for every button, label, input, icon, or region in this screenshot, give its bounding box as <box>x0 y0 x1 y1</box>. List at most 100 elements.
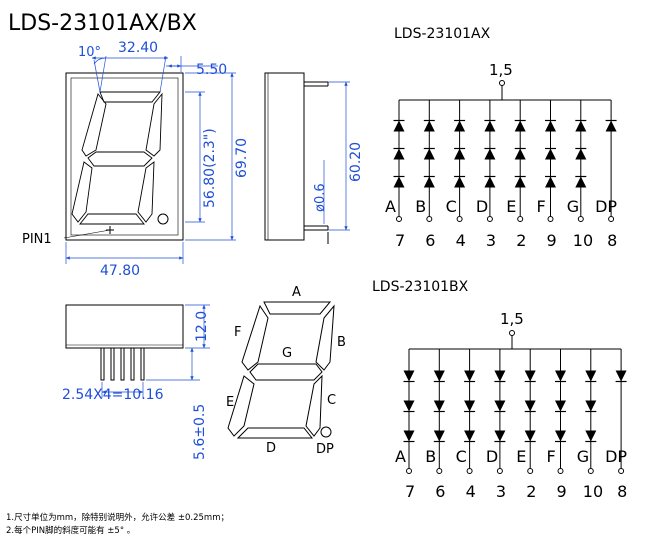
diode-b-1 <box>423 119 435 132</box>
dim-depth: 12.0 <box>194 311 210 342</box>
segment-label: D <box>476 197 488 216</box>
segment-label: E <box>506 197 516 216</box>
pin-number: 10 <box>583 482 603 501</box>
diode-a-2 <box>393 147 405 160</box>
bottom-dimensions <box>101 304 210 398</box>
diode-c-2 <box>464 400 476 413</box>
dim-char-height: 56.80(2.3") <box>202 128 218 208</box>
pin-number: 8 <box>617 482 627 501</box>
segment-label: F <box>547 447 556 466</box>
segment-label: DP <box>595 197 617 216</box>
note-1: 1.尺寸单位为mm，除特别说明外，允许公差 ±0.25mm； <box>6 512 229 523</box>
diode-f-2 <box>545 147 556 160</box>
diode-a-2 <box>403 400 415 413</box>
diode-dp-1 <box>605 119 617 132</box>
diode-g-2 <box>585 400 597 413</box>
seg-label-e: E <box>226 395 234 410</box>
diode-c-3 <box>464 430 476 443</box>
circuit-ax-title: LDS-23101AX <box>394 26 491 42</box>
seg-d <box>236 427 314 439</box>
dim-side-height: 60.20 <box>348 142 364 182</box>
seg-label-g: G <box>282 346 292 361</box>
diode-b-2 <box>433 400 445 413</box>
pin-number: 7 <box>405 482 415 501</box>
pin-number: 10 <box>573 231 593 250</box>
seg-label-dp: DP <box>316 442 334 457</box>
diode-g-2 <box>575 147 587 160</box>
segment-label: C <box>456 447 467 466</box>
diode-c-1 <box>454 119 466 132</box>
diode-g-3 <box>585 430 597 443</box>
diode-b-1 <box>433 370 445 383</box>
front-body-inner <box>70 77 179 236</box>
diode-c-1 <box>464 370 476 383</box>
dim-seg-offset: 5.50 <box>196 62 227 78</box>
segment-label: B <box>425 447 436 466</box>
pin-terminal <box>517 216 524 222</box>
seg-label-d: D <box>266 441 276 456</box>
segment-label: G <box>567 197 579 216</box>
diode-d-2 <box>494 400 506 413</box>
dim-body-width: 47.80 <box>100 263 140 279</box>
diode-dp-1 <box>615 370 627 383</box>
diode-d-2 <box>484 147 496 160</box>
dim-pin-dia: ø0.6 <box>313 183 328 212</box>
diode-b-3 <box>433 430 445 443</box>
dim-body-height: 69.70 <box>234 138 250 178</box>
diode-f-2 <box>555 400 566 413</box>
pin-terminal <box>527 468 534 474</box>
pin-terminal <box>406 468 412 474</box>
segment-label: DP <box>605 447 627 466</box>
pin-terminal <box>496 468 503 474</box>
circuit-bx-common: 1,5 <box>500 310 524 328</box>
seg-c <box>305 374 323 437</box>
diode-a-1 <box>393 119 405 132</box>
seg-e <box>227 375 255 437</box>
circuit-bx-title: LDS-23101BX <box>372 279 469 295</box>
side-dimensions <box>323 81 350 231</box>
pin-terminal <box>547 216 554 222</box>
diode-d-1 <box>494 370 506 383</box>
seg-label-c: C <box>327 393 336 408</box>
diode-e-3 <box>514 175 526 188</box>
dim-pin-pitch: 2.54X4=10.16 <box>62 387 164 403</box>
diode-b-2 <box>423 147 435 160</box>
seg-label-f: F <box>234 325 241 340</box>
diode-e-3 <box>524 430 536 443</box>
diode-a-3 <box>393 175 405 188</box>
diode-e-1 <box>514 119 526 132</box>
seg-label-b: B <box>337 335 346 350</box>
segment-label: B <box>415 197 426 216</box>
segment-label: A <box>385 197 396 216</box>
segment-label: G <box>577 447 589 466</box>
diode-e-2 <box>514 147 526 160</box>
segment-label: E <box>516 447 526 466</box>
pin-terminal <box>618 468 625 474</box>
pin1-label: PIN1 <box>22 232 52 247</box>
diode-e-2 <box>524 400 536 413</box>
dim-width-top: 32.40 <box>118 40 158 56</box>
diode-d-3 <box>484 175 496 188</box>
diode-g-1 <box>585 370 597 383</box>
pin-number: 3 <box>486 231 496 250</box>
pin-terminal <box>486 216 493 222</box>
segment-label: D <box>486 447 498 466</box>
main-title: LDS-23101AX/BX <box>8 11 197 36</box>
pin-number: 6 <box>425 231 435 250</box>
diode-a-1 <box>403 370 415 383</box>
diode-f-1 <box>555 370 566 383</box>
dim-pin-len: 5.6±0.5 <box>192 404 208 460</box>
segment-map <box>227 301 335 439</box>
front-view <box>65 72 184 241</box>
front-dimensions <box>65 55 236 264</box>
pin-terminal <box>557 468 564 474</box>
seg-a <box>263 301 332 315</box>
diode-g-3 <box>575 175 587 188</box>
front-digit <box>71 91 163 225</box>
pin-number: 4 <box>456 231 466 250</box>
diode-c-2 <box>454 147 466 160</box>
pin-terminal <box>608 216 615 222</box>
